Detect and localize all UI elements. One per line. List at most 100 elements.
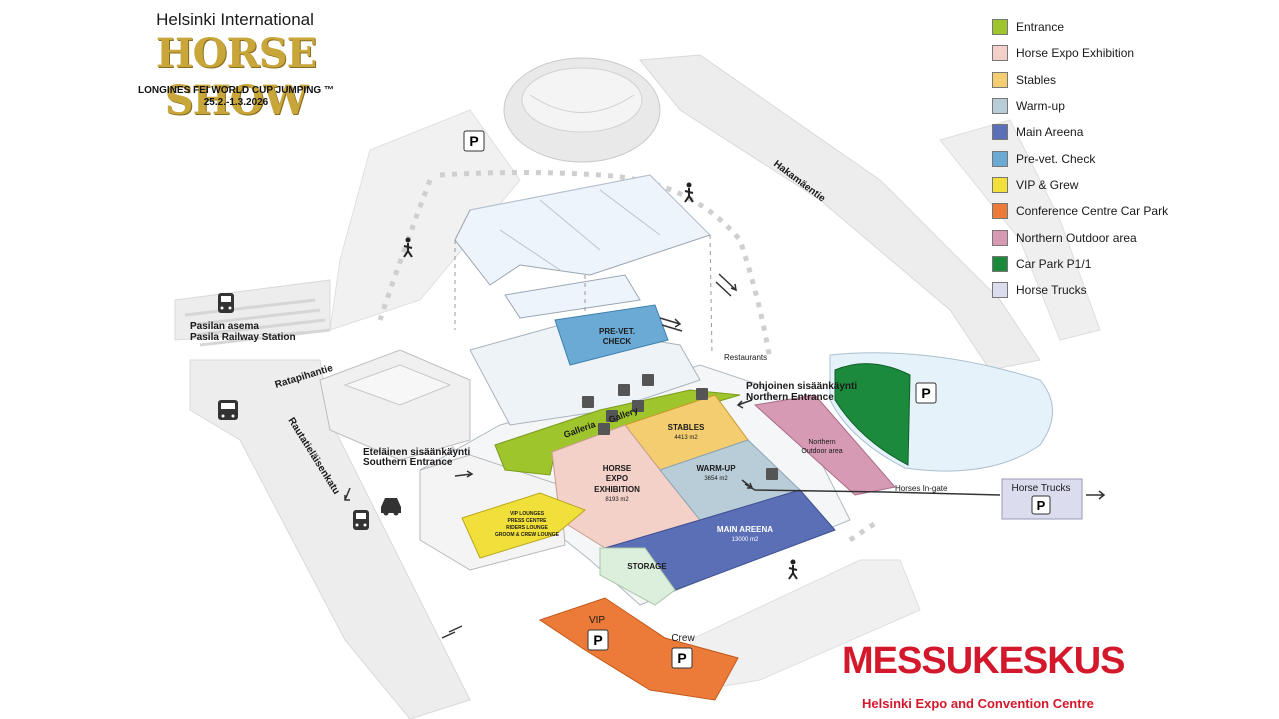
legend-label: Northern Outdoor area <box>1016 230 1137 245</box>
prevet-label-1: PRE-VET. <box>599 327 635 336</box>
northern-outdoor-label-2: Outdoor area <box>801 448 842 455</box>
upper-building-link <box>504 274 641 319</box>
legend-label: VIP & Grew <box>1016 177 1079 192</box>
station-en: Pasila Railway Station <box>190 332 296 343</box>
pedestrian-icon-top <box>684 182 694 203</box>
train-icon <box>218 293 234 313</box>
restaurants-label: Restaurants <box>724 353 767 362</box>
northern-entrance-en: Northern Entrance <box>746 392 834 403</box>
crew-parking-label: Crew <box>671 633 695 644</box>
prevet-label-2: CHECK <box>603 337 632 346</box>
pedestrian-icon-left <box>403 237 413 258</box>
zone-storage <box>599 547 676 606</box>
main-areena-label: MAIN AREENA <box>717 525 773 534</box>
legend-item: Car Park P1/1 <box>992 251 1272 277</box>
storage-label: STORAGE <box>627 562 667 571</box>
legend-label: Car Park P1/1 <box>1016 256 1092 271</box>
pedestrian-icon-bottom <box>788 559 798 580</box>
vip-line-4: GROOM & CREW LOUNGE <box>495 532 560 538</box>
southern-entrance-fi: Eteläinen sisäänkäynti <box>363 447 470 458</box>
legend-label: Pre-vet. Check <box>1016 151 1096 166</box>
vip-line-3: RIDERS LOUNGE <box>506 525 548 531</box>
legend-item: Horse Trucks <box>992 277 1272 303</box>
restaurant-icon <box>582 374 778 480</box>
parking-sign-top: P <box>463 130 485 152</box>
messukeskus-tagline: Helsinki Expo and Convention Centre <box>862 696 1094 711</box>
tram-icon <box>353 510 369 530</box>
legend-item: Warm-up <box>992 93 1272 119</box>
car-park-p1-1 <box>834 363 911 466</box>
legend-item: Main Areena <box>992 119 1272 145</box>
legend-label: Entrance <box>1016 20 1065 35</box>
event-dates: 25.2.-1.3.2026 <box>203 97 269 108</box>
platform-strips <box>184 298 331 347</box>
zone-conference-car-park <box>538 597 739 701</box>
legend-label: Stables <box>1016 72 1057 87</box>
svg-text:P: P <box>593 632 602 648</box>
legend-swatch <box>992 150 1008 167</box>
svg-text:P: P <box>921 385 930 401</box>
road-hakamaentie <box>639 54 1041 371</box>
legend-label: Horse Trucks <box>1016 283 1087 298</box>
main-areena-area: 13000 m2 <box>732 537 759 543</box>
expo-label-3: EXHIBITION <box>594 485 640 494</box>
legend-item: VIP & Grew <box>992 172 1272 198</box>
legend-item: Pre-vet. Check <box>992 145 1272 171</box>
legend-swatch <box>992 255 1008 272</box>
parking-sign-vip: P <box>587 629 609 651</box>
station-fi: Pasilan asema <box>190 321 259 332</box>
warmup-label: WARM-UP <box>696 464 736 473</box>
legend-item: Conference Centre Car Park <box>992 198 1272 224</box>
zone-vip-grew <box>461 492 586 559</box>
svg-text:P: P <box>469 133 478 149</box>
bus-icon <box>218 400 238 420</box>
messukeskus-logo: MESSUKESKUS <box>842 640 1125 682</box>
svg-text:P: P <box>1037 498 1046 513</box>
parking-sign-crew: P <box>671 647 693 669</box>
event-title: HORSE SHOW <box>155 30 317 124</box>
horses-ingate-label: Horses In-gate <box>895 484 948 493</box>
road-right-arc <box>939 119 1101 341</box>
zone-prevet-check <box>554 304 669 366</box>
legend-swatch <box>992 19 1008 36</box>
expo-label-1: HORSE <box>603 464 632 473</box>
legend-swatch <box>992 229 1008 246</box>
parking-sign-p1-1: P <box>915 382 937 404</box>
svg-text:P: P <box>677 650 686 666</box>
legend-swatch <box>992 45 1008 62</box>
arrow-icons <box>344 273 1106 639</box>
road-left-diagonal <box>329 109 521 331</box>
legend-swatch <box>992 203 1008 220</box>
event-tagline: LONGINES FEI WORLD CUP JUMPING ™ 25.2.-1… <box>108 85 364 109</box>
vip-parking-label: VIP <box>589 615 605 626</box>
northern-outdoor-label-1: Northern <box>808 439 835 446</box>
expo-label-2: EXPO <box>606 474 628 483</box>
legend-label: Conference Centre Car Park <box>1016 204 1169 219</box>
parking-sign-horse-trucks: P <box>1031 495 1051 515</box>
legend-item: Entrance <box>992 14 1272 40</box>
legend-swatch <box>992 176 1008 193</box>
stables-area: 4413 m2 <box>674 435 698 441</box>
legend-swatch <box>992 124 1008 141</box>
legend-label: Main Areena <box>1016 125 1084 140</box>
zone-northern-outdoor <box>753 394 896 496</box>
legend-item: Horse Expo Exhibition <box>992 40 1272 66</box>
southern-entrance-en: Southern Entrance <box>363 457 453 468</box>
legend-swatch <box>992 282 1008 299</box>
warmup-area: 3654 m2 <box>704 476 728 482</box>
legend-label: Warm-up <box>1016 99 1065 114</box>
event-series: LONGINES FEI WORLD CUP JUMPING ™ <box>138 85 334 96</box>
vip-line-2: PRESS CENTRE <box>508 518 548 524</box>
legend-label: Horse Expo Exhibition <box>1016 46 1135 61</box>
vip-line-1: VIP LOUNGES <box>510 511 545 517</box>
legend-swatch <box>992 71 1008 88</box>
horse-trucks-label: Horse Trucks <box>1012 483 1071 494</box>
expo-area: 8193 m2 <box>605 497 629 503</box>
stables-label: STABLES <box>668 423 705 432</box>
legend-item: Northern Outdoor area <box>992 224 1272 250</box>
taxi-icon <box>381 498 401 516</box>
legend-item: Stables <box>992 67 1272 93</box>
northern-entrance-fi: Pohjoinen sisäänkäynti <box>746 381 857 392</box>
